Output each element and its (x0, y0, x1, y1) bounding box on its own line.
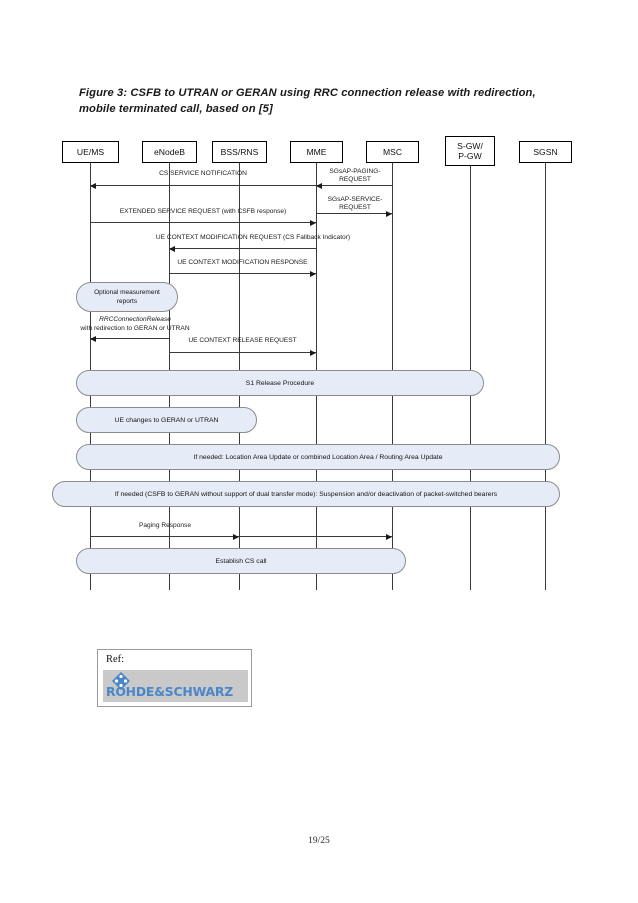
message-label-extended-service-request: EXTENDED SERVICE REQUEST (with CSFB resp… (119, 208, 287, 215)
message-arrow-ue-context-release-request (169, 352, 316, 353)
message-label-cs-service-notification: CS SERVICE NOTIFICATION (159, 170, 247, 177)
message-arrow-ue-context-modification-response (169, 273, 316, 274)
message-label-ue-context-modification-response: UE CONTEXT MODIFICATION RESPONSE (177, 259, 308, 266)
reference-label: Ref: (106, 654, 125, 665)
arrowhead-right (233, 533, 239, 540)
note-label: Optional measurement reports (94, 289, 160, 305)
message-arrow-ue-context-modification-request (169, 248, 316, 249)
page-number: 19/25 (308, 836, 330, 846)
figure-title: Figure 3: CSFB to UTRAN or GERAN using R… (79, 87, 536, 115)
note-optional-measurement-reports: Optional measurement reports (76, 282, 178, 312)
actor-label: BSS/RNS (220, 147, 259, 157)
procedure-label: S1 Release Procedure (245, 379, 315, 387)
arrowhead-right (310, 349, 316, 356)
procedure-location-area-update: If needed: Location Area Update or combi… (76, 444, 560, 470)
procedure-label: If needed (CSFB to GERAN without support… (114, 490, 498, 498)
actor-box-sgsn[interactable]: SGSN (519, 141, 572, 163)
procedure-ue-changes-to-geran-utran: UE changes to GERAN or UTRAN (76, 407, 257, 433)
actor-label: UE/MS (76, 147, 105, 157)
actor-label: MME (306, 147, 327, 157)
rohde-schwarz-logo: ROHDE&SCHWARZ (103, 670, 248, 702)
sequence-diagram: UE/MS eNodeB BSS/RNS MME MSC S-GW/ P-GW … (0, 130, 638, 600)
arrowhead-left (90, 182, 96, 189)
actor-box-ue[interactable]: UE/MS (62, 141, 119, 163)
arrowhead-right (310, 219, 316, 226)
message-label-sgsap-service-request: SGsAP-SERVICE-REQUEST (327, 196, 383, 212)
actor-label: eNodeB (153, 147, 186, 157)
procedure-suspend-ps-bearers: If needed (CSFB to GERAN without support… (52, 481, 560, 507)
rohde-schwarz-diamond-icon (112, 672, 130, 690)
actor-label: S-GW/ P-GW (457, 141, 483, 161)
message-label-sgsap-paging-request: SGsAP-PAGING-REQUEST (329, 168, 381, 184)
actor-label: MSC (382, 147, 403, 157)
reference-block: Ref: ROHDE&SCHWARZ (97, 649, 252, 707)
message-arrow-sgsap-paging-request (316, 185, 392, 186)
arrowhead-right (386, 533, 392, 540)
arrowhead-left (316, 182, 322, 189)
arrowhead-left (90, 335, 96, 342)
message-label-ue-context-release-request: UE CONTEXT RELEASE REQUEST (188, 337, 297, 344)
message-arrow-extended-service-request (90, 222, 316, 223)
procedure-label: UE changes to GERAN or UTRAN (114, 416, 219, 424)
actor-box-bssrns[interactable]: BSS/RNS (212, 141, 267, 163)
actor-box-enodeb[interactable]: eNodeB (142, 141, 197, 163)
procedure-label: Establish CS call (215, 557, 267, 565)
arrowhead-right (386, 210, 392, 217)
actor-box-mme[interactable]: MME (290, 141, 343, 163)
procedure-s1-release: S1 Release Procedure (76, 370, 484, 396)
message-arrow-cs-service-notification (90, 185, 316, 186)
message-label-rrc-connection-release: RRCConnectionRelease (99, 316, 171, 323)
message-arrow-sgsap-service-request (316, 213, 392, 214)
actor-box-sgw-pgw[interactable]: S-GW/ P-GW (445, 136, 495, 166)
procedure-label: If needed: Location Area Update or combi… (193, 453, 443, 461)
arrowhead-left (169, 245, 175, 252)
rohde-schwarz-wordmark: ROHDE&SCHWARZ (106, 684, 234, 699)
actor-label: SGSN (533, 147, 558, 157)
message-label-rrc-connection-release-sub: with redirection to GERAN or UTRAN (80, 325, 190, 332)
lifeline-sgsn (545, 162, 546, 590)
message-arrow-rrc-connection-release (90, 338, 169, 339)
message-label-paging-response: Paging Response (138, 522, 192, 529)
actor-box-msc[interactable]: MSC (366, 141, 419, 163)
message-label-ue-context-modification-request: UE CONTEXT MODIFICATION REQUEST (CS Fall… (155, 234, 351, 241)
arrowhead-right (310, 270, 316, 277)
message-arrow-paging-response (90, 536, 392, 537)
procedure-establish-cs-call: Establish CS call (76, 548, 406, 574)
